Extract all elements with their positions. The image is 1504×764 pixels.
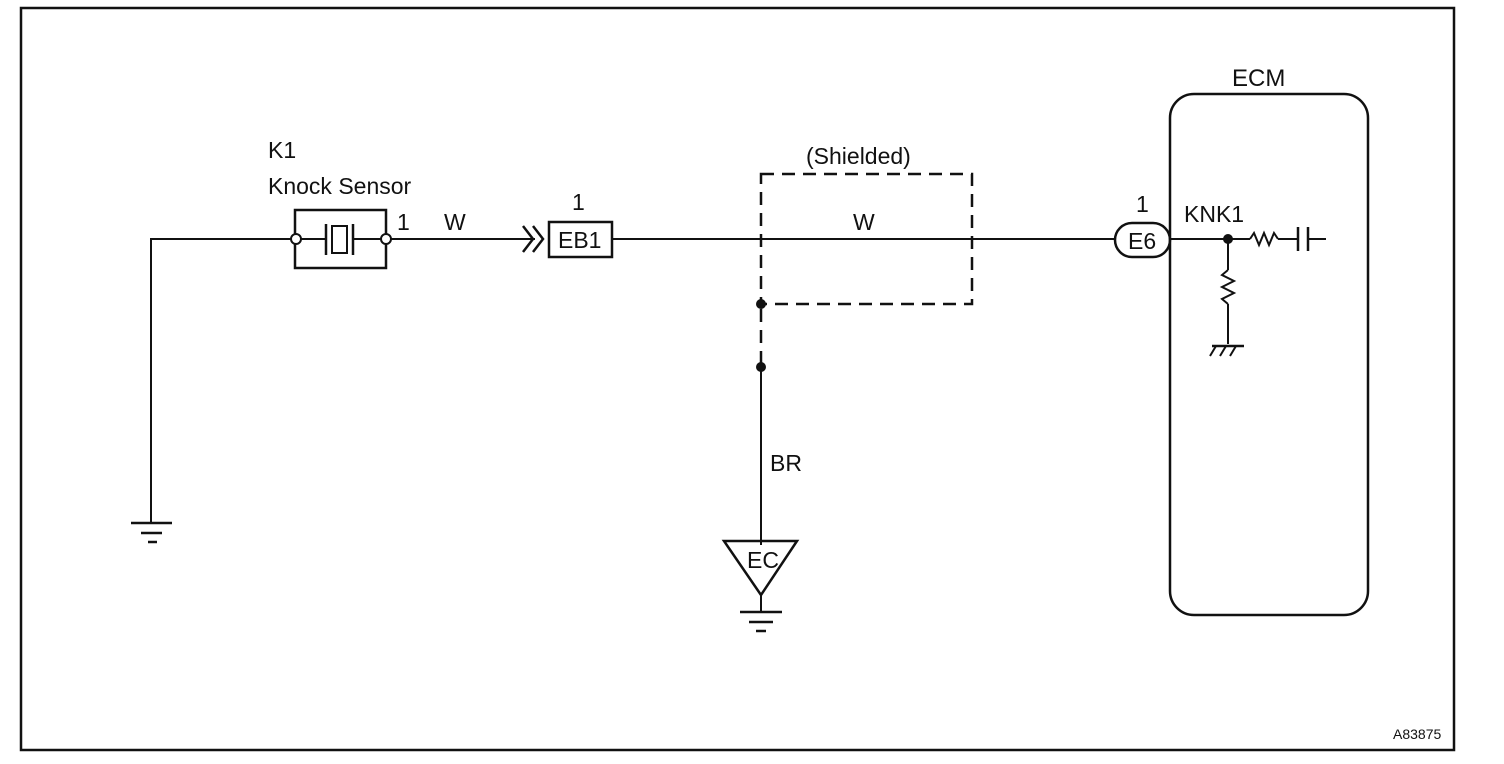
ground-point-label: EC xyxy=(747,547,779,573)
connector-eb1-label: EB1 xyxy=(558,227,601,253)
pull-down-resistor-icon xyxy=(1219,269,1237,305)
ecm-box xyxy=(1168,92,1370,617)
wire-color-w-1: W xyxy=(444,209,466,235)
diagram-frame xyxy=(19,6,1456,752)
piezo-element-icon xyxy=(301,224,381,255)
chassis-ground-icon xyxy=(1209,344,1244,357)
sensor-code: K1 xyxy=(268,137,296,163)
sensor-name: Knock Sensor xyxy=(268,173,412,199)
connector-eb1-pin: 1 xyxy=(572,189,585,215)
resistor-icon xyxy=(1249,230,1279,248)
wire-color-w-2: W xyxy=(853,209,875,235)
capacitor-icon xyxy=(1296,227,1326,251)
sensor-pin-number: 1 xyxy=(397,209,410,235)
ecm-terminal-label: KNK1 xyxy=(1184,201,1244,227)
figure-id: A83875 xyxy=(1393,726,1441,742)
knock-sensor xyxy=(290,208,392,270)
connector-e6-pin: 1 xyxy=(1136,191,1149,217)
ground-wire-color: BR xyxy=(770,450,802,476)
ground-point-ec xyxy=(721,539,800,633)
connector-e6-label: E6 xyxy=(1128,228,1156,254)
sensor-ground-wire xyxy=(150,238,291,522)
shield-label: (Shielded) xyxy=(806,143,911,169)
shield-outline xyxy=(759,172,974,306)
ecm-internal-circuit xyxy=(1170,227,1326,357)
sensor-ground-symbol xyxy=(131,521,172,544)
ecm-label: ECM xyxy=(1232,65,1285,92)
